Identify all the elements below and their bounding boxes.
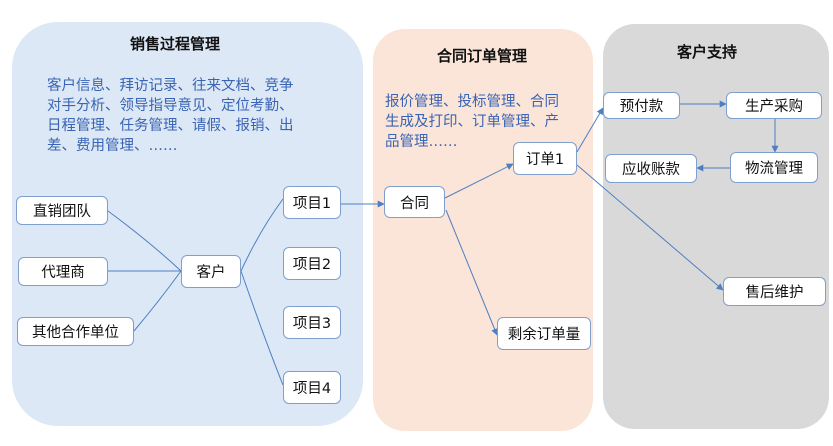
sales-description-line: 差、费用管理、…… [47, 138, 178, 154]
node-direct-team[interactable]: 直销团队 [16, 196, 108, 225]
connector-direct-team-customer [107, 210, 182, 272]
node-order1[interactable]: 订单1 [513, 142, 577, 175]
node-project1[interactable]: 项目1 [283, 186, 341, 219]
connector-order1-prepayment [576, 107, 604, 153]
connector-partner-customer [133, 270, 182, 332]
sales-description-line: 对手分析、领导指导意见、定位考勤、 [47, 98, 294, 114]
contract-description-line: 品管理…… [385, 134, 458, 150]
connector-contract-remaining [445, 209, 498, 336]
node-procurement[interactable]: 生产采购 [726, 92, 822, 119]
contract-description-line: 报价管理、投标管理、合同 [385, 94, 559, 110]
sales-description: 客户信息、拜访记录、往来文档、竞争 对手分析、领导指导意见、定位考勤、 日程管理… [47, 76, 347, 156]
connector-contract-order1 [444, 163, 514, 199]
support-panel-title: 客户支持 [677, 43, 738, 61]
connector-customer-project1 [240, 198, 284, 272]
node-customer[interactable]: 客户 [181, 255, 241, 288]
node-project3[interactable]: 项目3 [283, 306, 341, 339]
contract-order-panel [373, 29, 593, 431]
node-after-sales[interactable]: 售后维护 [723, 277, 826, 306]
sales-description-line: 日程管理、任务管理、请假、报销、出 [47, 118, 294, 134]
connector-order1-after-sales [576, 164, 724, 291]
connector-customer-project4 [240, 270, 284, 386]
node-partner[interactable]: 其他合作单位 [17, 317, 134, 346]
node-contract[interactable]: 合同 [384, 186, 445, 218]
sales-panel-title: 销售过程管理 [130, 35, 221, 53]
contract-panel-title: 合同订单管理 [437, 47, 528, 65]
customer-support-panel [603, 24, 829, 429]
node-project2[interactable]: 项目2 [283, 247, 341, 280]
node-project4[interactable]: 项目4 [283, 371, 341, 404]
node-remaining-orders[interactable]: 剩余订单量 [497, 317, 591, 350]
contract-description: 报价管理、投标管理、合同 生成及打印、订单管理、产 品管理…… [385, 92, 590, 152]
node-receivables[interactable]: 应收账款 [605, 154, 697, 183]
node-logistics[interactable]: 物流管理 [730, 152, 818, 183]
contract-description-line: 生成及打印、订单管理、产 [385, 114, 559, 130]
node-agent[interactable]: 代理商 [18, 257, 108, 286]
node-prepayment[interactable]: 预付款 [603, 92, 680, 119]
sales-description-line: 客户信息、拜访记录、往来文档、竞争 [47, 78, 294, 94]
